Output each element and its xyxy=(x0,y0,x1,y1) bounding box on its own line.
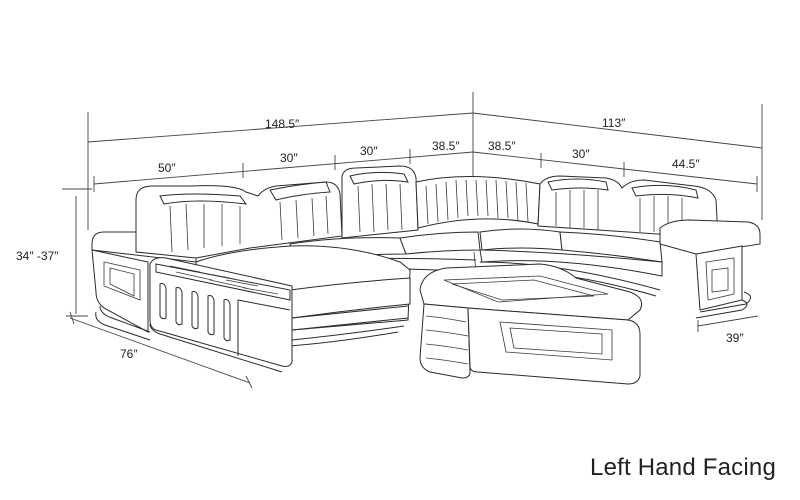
storage-side-panel xyxy=(149,257,293,373)
label-depth-right: 39″ xyxy=(726,331,744,345)
label-seg-30-a: 30″ xyxy=(280,151,298,165)
corner-wedge xyxy=(415,176,541,229)
dimension-labels: 148.5″ 113″ 50″ 30″ 30″ 38.5″ 38.5″ 30″ … xyxy=(16,116,744,361)
label-seg-38-5-a: 38.5″ xyxy=(432,139,460,153)
label-seg-30-b: 30″ xyxy=(360,144,378,158)
label-seg-30-c: 30″ xyxy=(572,147,590,161)
label-depth-left: 76″ xyxy=(120,347,138,361)
label-right-total: 113″ xyxy=(602,116,626,130)
label-seg-44-5: 44.5″ xyxy=(672,157,700,171)
orientation-caption: Left Hand Facing xyxy=(590,454,776,481)
label-left-total: 148.5″ xyxy=(265,117,300,131)
label-seg-38-5-b: 38.5″ xyxy=(488,139,516,153)
label-height: 34″ -37″ xyxy=(16,249,59,263)
right-end-table xyxy=(659,219,761,319)
back-cushions-left xyxy=(135,165,419,259)
coffee-table xyxy=(419,263,643,385)
dimension-lines xyxy=(62,92,763,389)
label-seg-50: 50″ xyxy=(158,161,176,175)
